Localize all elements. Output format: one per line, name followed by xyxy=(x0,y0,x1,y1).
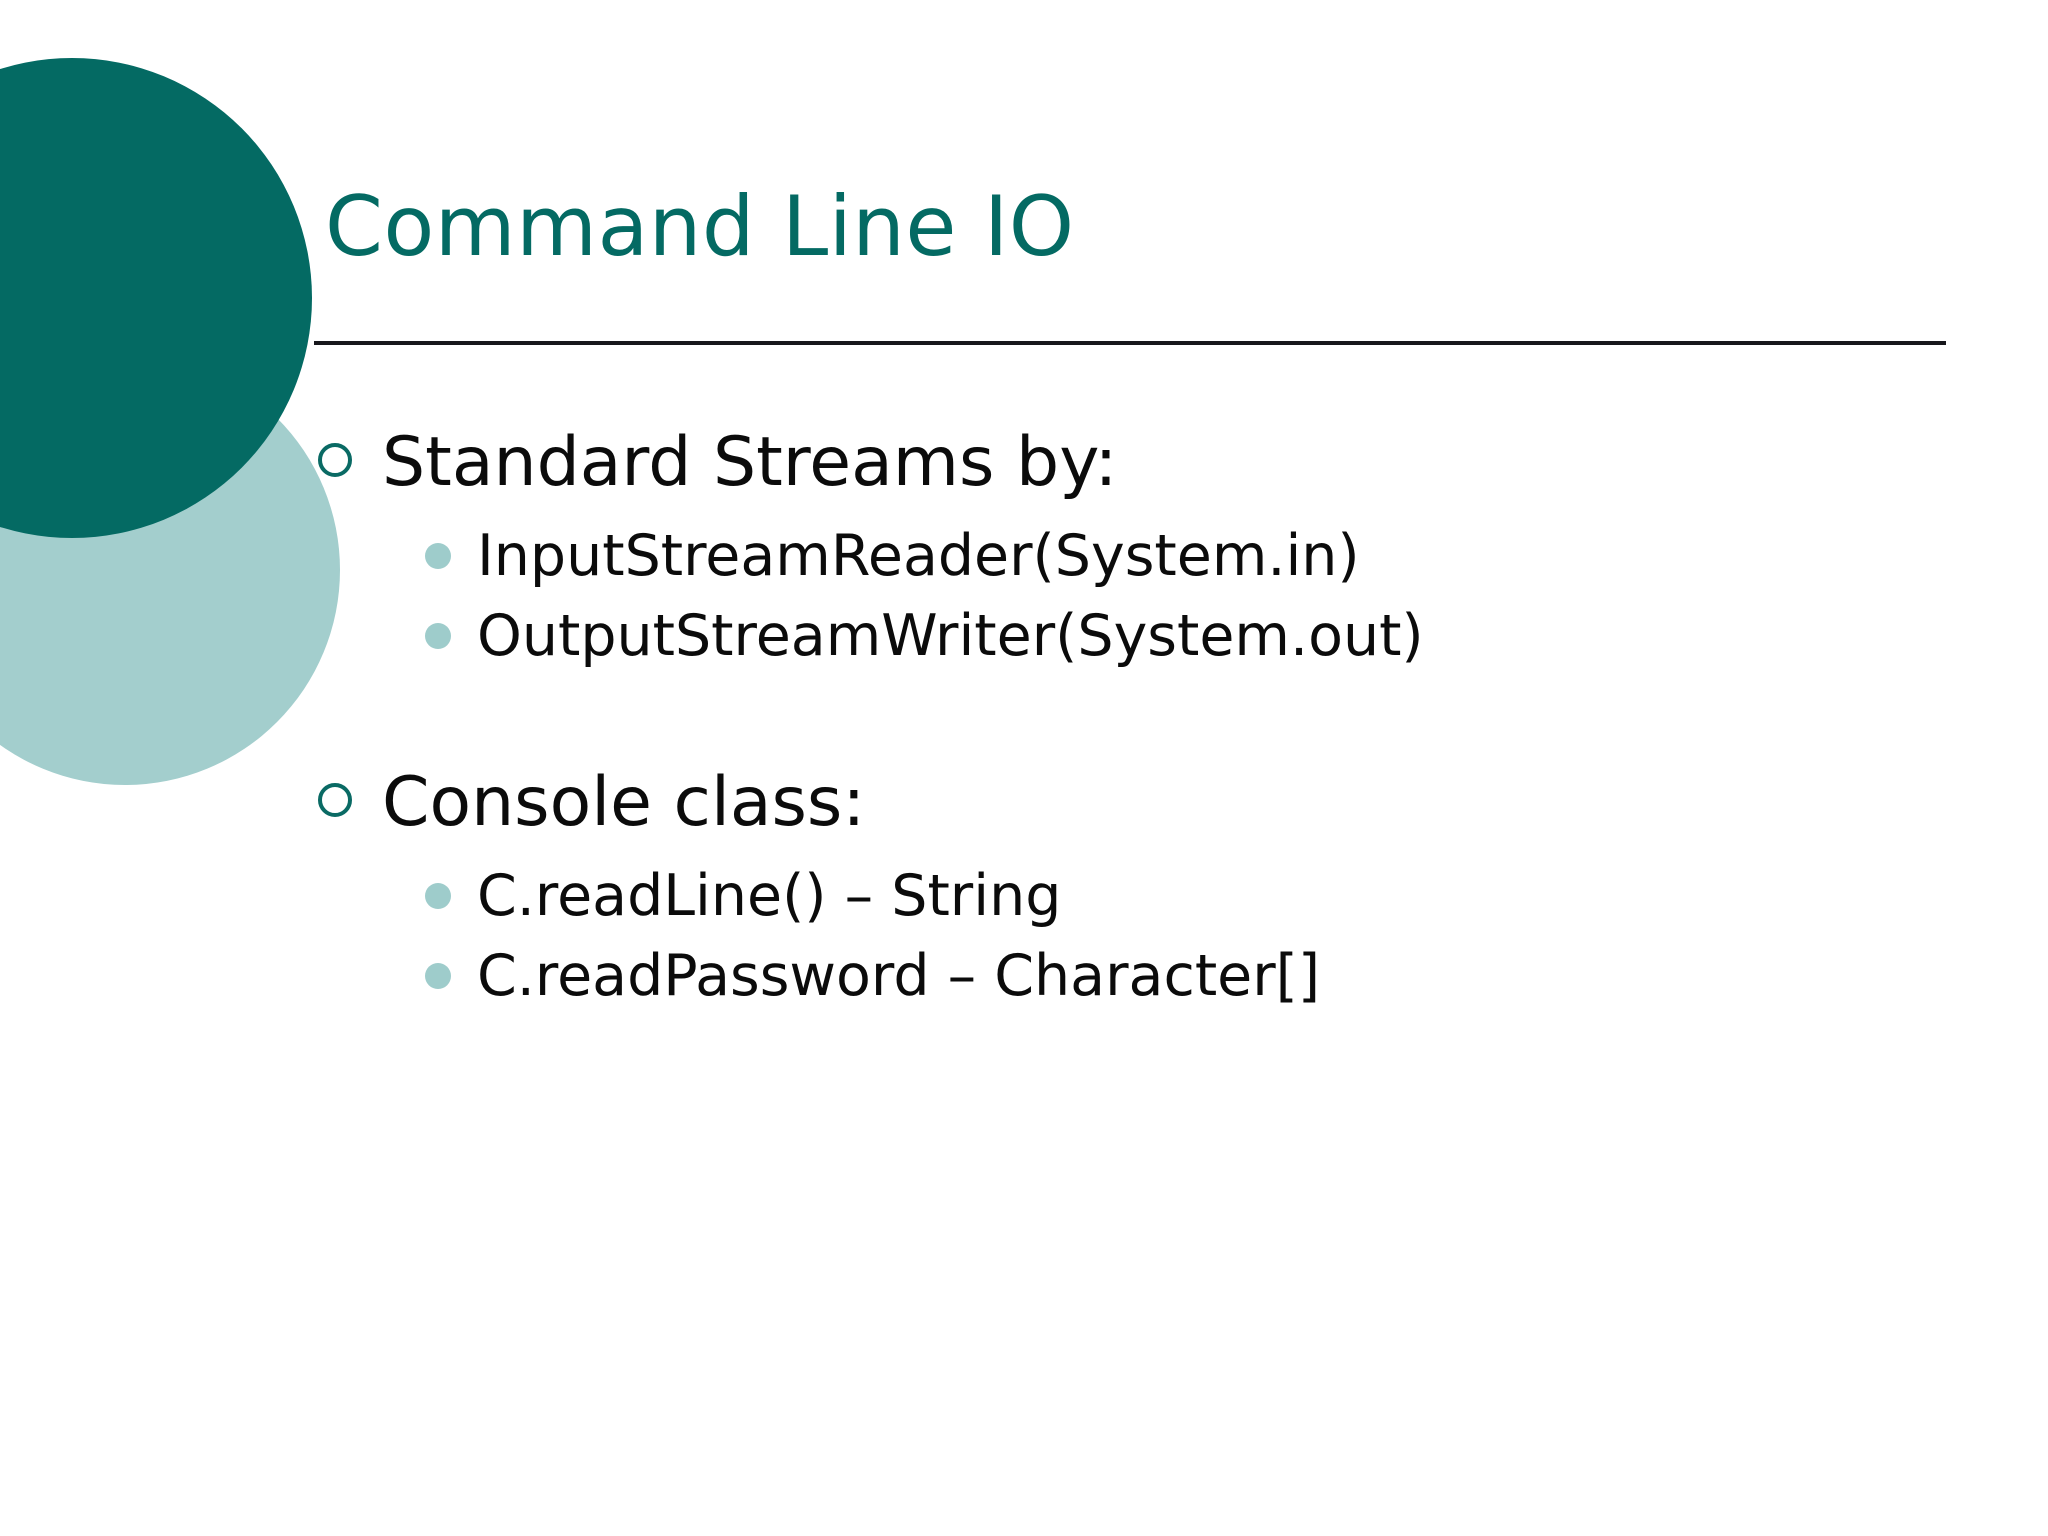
title-underline-rule xyxy=(314,341,1946,345)
filled-circle-bullet-icon xyxy=(425,543,451,569)
bullet-level1: Console class: xyxy=(318,755,1938,851)
bullet-level1-label: Standard Streams by: xyxy=(382,423,1118,502)
section-spacer xyxy=(318,677,1938,755)
slide-title: Command Line IO xyxy=(325,178,1075,275)
bullet-level2-label: OutputStreamWriter(System.out) xyxy=(477,603,1424,669)
bullet-level2: OutputStreamWriter(System.out) xyxy=(318,597,1938,675)
filled-circle-bullet-icon xyxy=(425,883,451,909)
hollow-circle-bullet-icon xyxy=(318,443,352,477)
bullet-level2-label: C.readLine() – String xyxy=(477,863,1062,929)
filled-circle-bullet-icon xyxy=(425,623,451,649)
slide-body: Standard Streams by: InputStreamReader(S… xyxy=(318,415,1938,1017)
bullet-level2-label: C.readPassword – Character[] xyxy=(477,943,1321,1009)
hollow-circle-bullet-icon xyxy=(318,783,352,817)
bullet-level1-label: Console class: xyxy=(382,763,866,842)
bullet-level2: C.readPassword – Character[] xyxy=(318,937,1938,1015)
filled-circle-bullet-icon xyxy=(425,963,451,989)
bullet-level2: C.readLine() – String xyxy=(318,857,1938,935)
bullet-level2: InputStreamReader(System.in) xyxy=(318,517,1938,595)
bullet-level2-label: InputStreamReader(System.in) xyxy=(477,523,1360,589)
bullet-level1: Standard Streams by: xyxy=(318,415,1938,511)
